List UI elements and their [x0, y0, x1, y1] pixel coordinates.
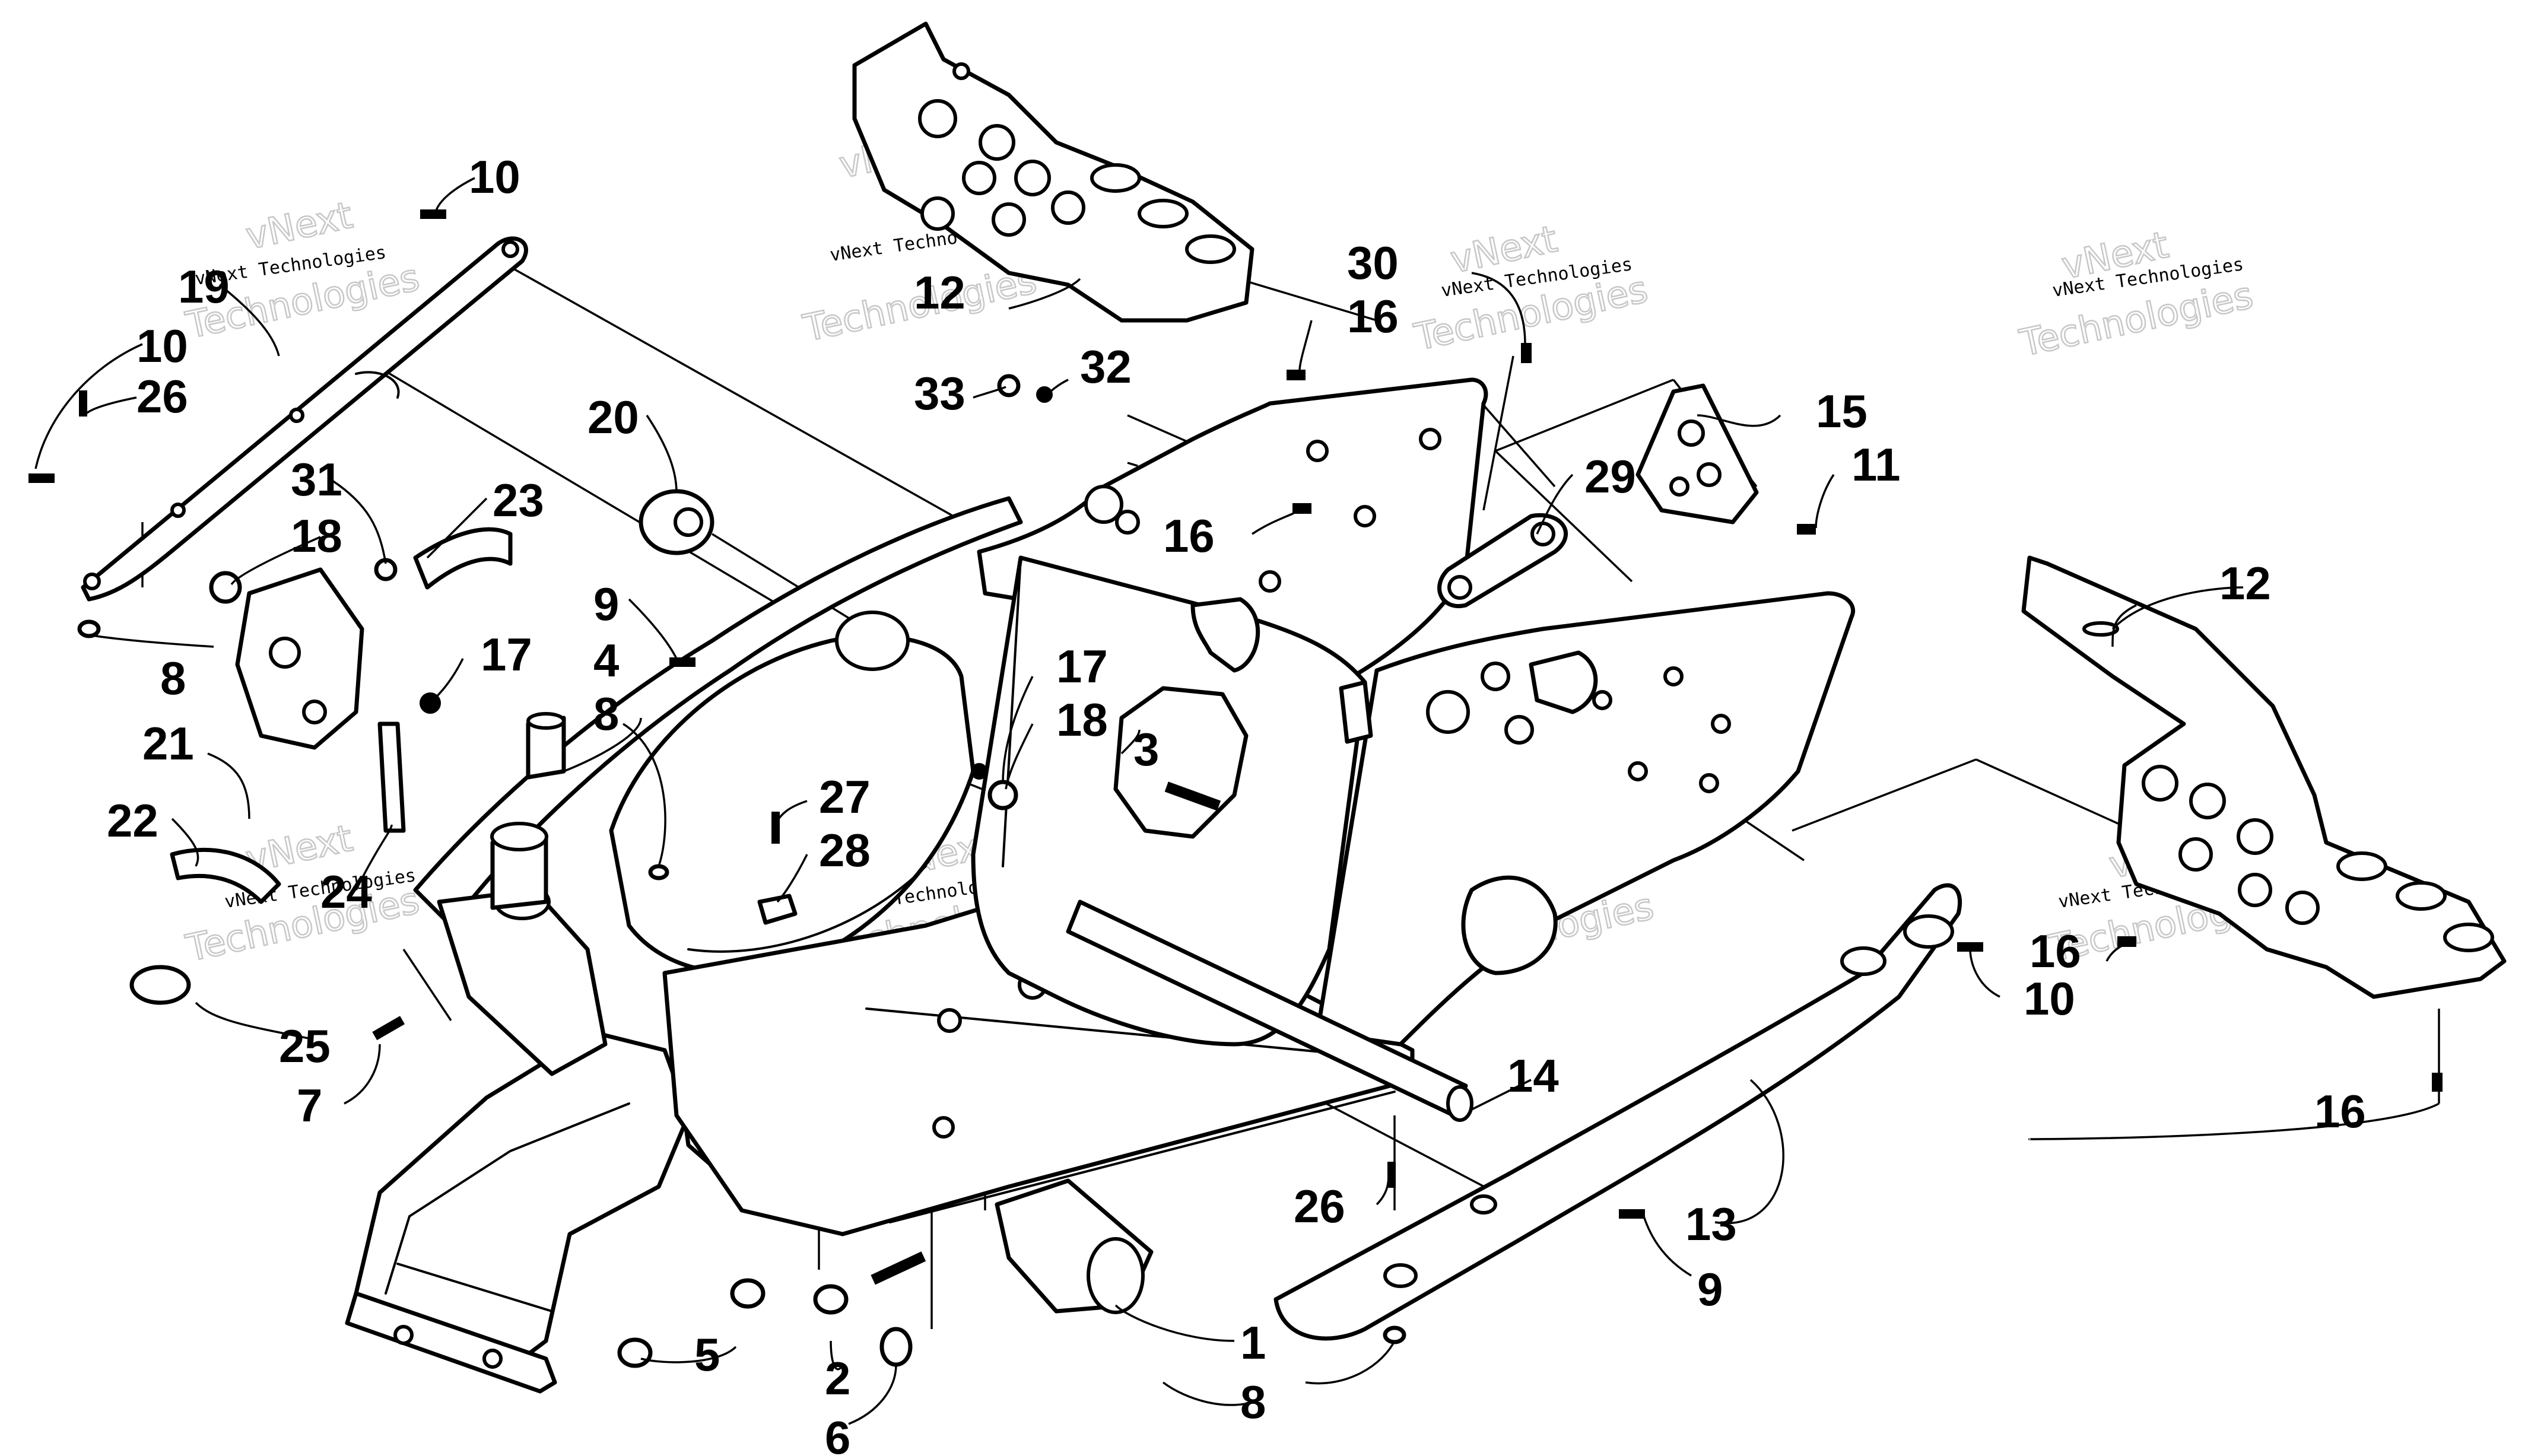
part-3-plate — [1113, 686, 1249, 839]
callout-20: 20 — [587, 391, 639, 443]
lower-right-opening — [1461, 875, 1558, 975]
callout-15: 15 — [1816, 385, 1867, 437]
callout-7: 7 — [297, 1079, 322, 1131]
callout-23: 23 — [493, 474, 544, 526]
callout-1: 1 — [1240, 1317, 1266, 1369]
screw-26 — [79, 390, 87, 417]
rivet-16 — [2432, 1073, 2443, 1092]
callout-13: 13 — [1685, 1198, 1737, 1250]
spacer — [730, 1278, 766, 1309]
callout-6: 6 — [825, 1412, 850, 1456]
washer — [987, 780, 1018, 810]
screw-27 — [771, 812, 780, 844]
callout-25: 25 — [279, 1020, 331, 1072]
callout-30: 30 — [1347, 237, 1399, 289]
part-14-cross-shaft — [1066, 899, 1473, 1122]
callout-5: 5 — [694, 1328, 720, 1381]
nut — [971, 763, 987, 780]
spacer — [617, 1337, 653, 1368]
hose-long — [170, 847, 281, 904]
part-19-upper-rail — [81, 236, 528, 602]
panel-window — [1190, 597, 1260, 673]
washer-8 — [648, 864, 669, 880]
upper-left-tube — [413, 496, 1023, 928]
callout-10b: 10 — [136, 320, 188, 372]
callout-33: 33 — [914, 367, 965, 419]
callout-labels: 1 2 3 4 5 6 7 8 8 8 9 9 10 10 10 11 12 1… — [107, 151, 2366, 1456]
standoff — [1339, 680, 1373, 744]
small-parts — [28, 209, 2443, 1368]
washer-6 — [879, 1327, 913, 1367]
part-12-rear-skid-plate — [2021, 555, 2507, 999]
rivet-11 — [1797, 524, 1816, 535]
callout-16c: 16 — [2030, 925, 2081, 977]
callout-14: 14 — [1507, 1050, 1559, 1102]
right-rail — [1273, 883, 1962, 1341]
callout-16d: 16 — [2314, 1085, 2366, 1137]
washer-8 — [77, 619, 101, 638]
callout-26: 26 — [136, 370, 188, 422]
washer-33 — [997, 374, 1021, 398]
callout-16: 16 — [1347, 290, 1399, 342]
bolt-9 — [669, 657, 695, 667]
callout-17b: 17 — [1056, 640, 1108, 692]
rivet-16 — [2117, 936, 2136, 947]
callout-18: 18 — [291, 510, 342, 562]
callout-17: 17 — [481, 628, 532, 681]
callout-32: 32 — [1080, 341, 1132, 393]
callout-8: 8 — [160, 652, 186, 704]
right-panel-slot — [1529, 650, 1598, 714]
callout-31: 31 — [291, 453, 342, 506]
part-15-bracket — [1635, 383, 1759, 524]
callout-8b: 8 — [593, 688, 619, 740]
callout-leaders — [34, 177, 2440, 1425]
callout-11: 11 — [1851, 438, 1900, 491]
rivet-30 — [1521, 343, 1532, 363]
callout-26b: 26 — [1294, 1180, 1345, 1232]
part-29-bracket — [1437, 513, 1568, 608]
hose-clip — [129, 965, 191, 1005]
callout-10: 10 — [469, 151, 520, 203]
hose — [413, 527, 513, 590]
part-12-front-skid-plate — [852, 21, 1254, 323]
callout-24: 24 — [320, 866, 372, 918]
callout-16b: 16 — [1163, 510, 1215, 562]
nut-32 — [1036, 386, 1053, 403]
bolt-10 — [420, 209, 446, 219]
washer-8 — [1383, 1325, 1406, 1344]
front-bumper-bracket — [345, 1291, 557, 1394]
callout-22: 22 — [107, 794, 158, 847]
callout-3: 3 — [1133, 723, 1159, 775]
bolt-2 — [871, 1251, 926, 1285]
washer — [209, 571, 242, 604]
callout-29: 29 — [1584, 450, 1636, 503]
callout-2: 2 — [825, 1352, 850, 1404]
spacer — [813, 1284, 849, 1315]
rivet-16 — [1287, 370, 1306, 380]
rivet-16 — [1292, 503, 1311, 514]
callout-18b: 18 — [1056, 694, 1108, 746]
callout-10c: 10 — [2024, 972, 2075, 1025]
bolt-7 — [372, 1016, 405, 1041]
bolt-9 — [1619, 1209, 1645, 1219]
callout-27: 27 — [819, 771, 871, 823]
callout-21: 21 — [142, 717, 194, 770]
callout-12b: 12 — [2219, 557, 2271, 609]
callout-12: 12 — [914, 266, 965, 319]
callout-9: 9 — [593, 578, 619, 630]
clip-28 — [757, 894, 798, 925]
callout-4: 4 — [593, 634, 619, 686]
callout-19: 19 — [178, 260, 230, 313]
hose-vertical — [377, 721, 406, 833]
bolt-10 — [28, 473, 55, 483]
callout-8c: 8 — [1240, 1376, 1266, 1428]
callout-9b: 9 — [1697, 1263, 1723, 1315]
callout-28: 28 — [819, 824, 871, 876]
